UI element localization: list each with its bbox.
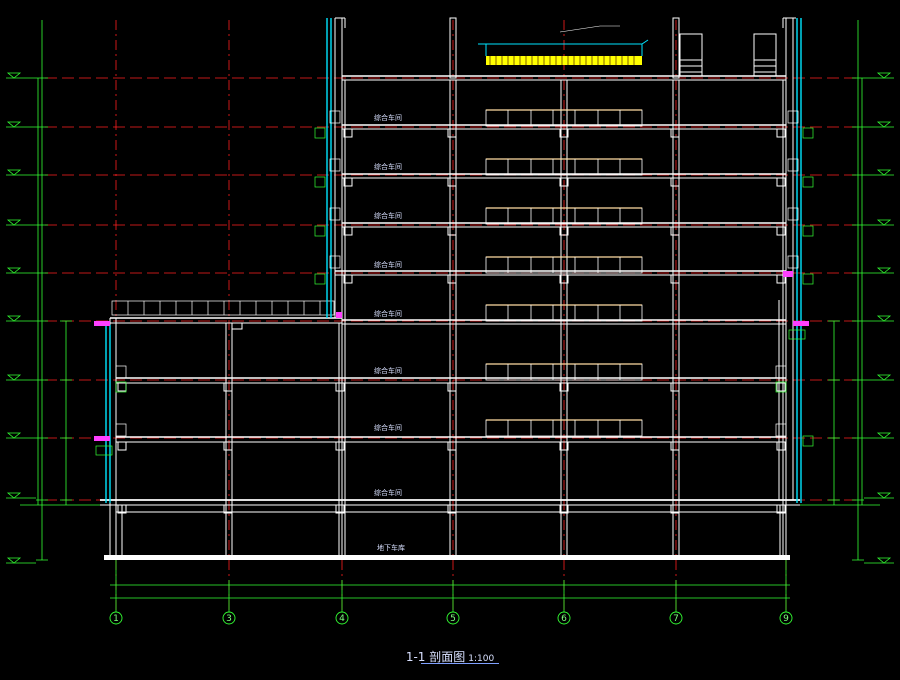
central-openings: [485, 109, 643, 437]
axis-bubble: [446, 611, 460, 625]
room-label: 综合车间: [374, 162, 402, 171]
facade-tags: [95, 127, 814, 456]
room-label: 综合车间: [374, 211, 402, 220]
left-dimension-chains: [6, 20, 110, 564]
axis-label: 5: [450, 614, 456, 624]
room-label-basement: 地下车库: [377, 543, 405, 552]
podium-canopy: [111, 300, 335, 316]
floor-beams: [117, 129, 786, 514]
axis-label: 3: [226, 614, 232, 624]
bottom-dimension-lines: [110, 560, 790, 612]
title-underline: [421, 663, 499, 664]
level-markers: [6, 72, 892, 564]
axis-bubble: [335, 611, 349, 625]
axis-bubble: [779, 611, 793, 625]
right-dimension-chains: [795, 20, 894, 564]
room-label: 综合车间: [374, 366, 402, 375]
building-section: [100, 17, 800, 560]
room-label: 综合车间: [374, 423, 402, 432]
axis-bubble: [109, 611, 123, 625]
vertical-grid-lines: [115, 20, 787, 612]
room-label: 综合车间: [374, 488, 402, 497]
axis-label: 9: [783, 614, 789, 624]
drawing-scale: 1:100: [468, 654, 495, 664]
room-label: 综合车间: [374, 260, 402, 269]
axis-label: 1: [113, 614, 119, 624]
room-label: 综合车间: [374, 309, 402, 318]
axis-label: 4: [339, 614, 345, 624]
axis-bubble: [222, 611, 236, 625]
room-labels: 综合车间 综合车间 综合车间 综合车间 综合车间 综合车间 综合车间 综合车间 …: [374, 113, 405, 552]
grid-axis-labels: 1 3 4 5 6 7 9: [113, 614, 789, 624]
roof-skylight: [478, 25, 649, 65]
axis-label: 6: [561, 614, 567, 624]
grid-axis-bubbles: [109, 611, 793, 625]
parapet-details: [94, 271, 809, 441]
drawing-title-text: 1-1 剖面图: [405, 650, 466, 664]
axis-bubble: [557, 611, 571, 625]
curtain-wall: [105, 18, 802, 503]
axis-bubble: [669, 611, 683, 625]
facade-window-marks: [115, 110, 799, 437]
room-label: 综合车间: [374, 113, 402, 122]
axis-label: 7: [673, 614, 679, 624]
